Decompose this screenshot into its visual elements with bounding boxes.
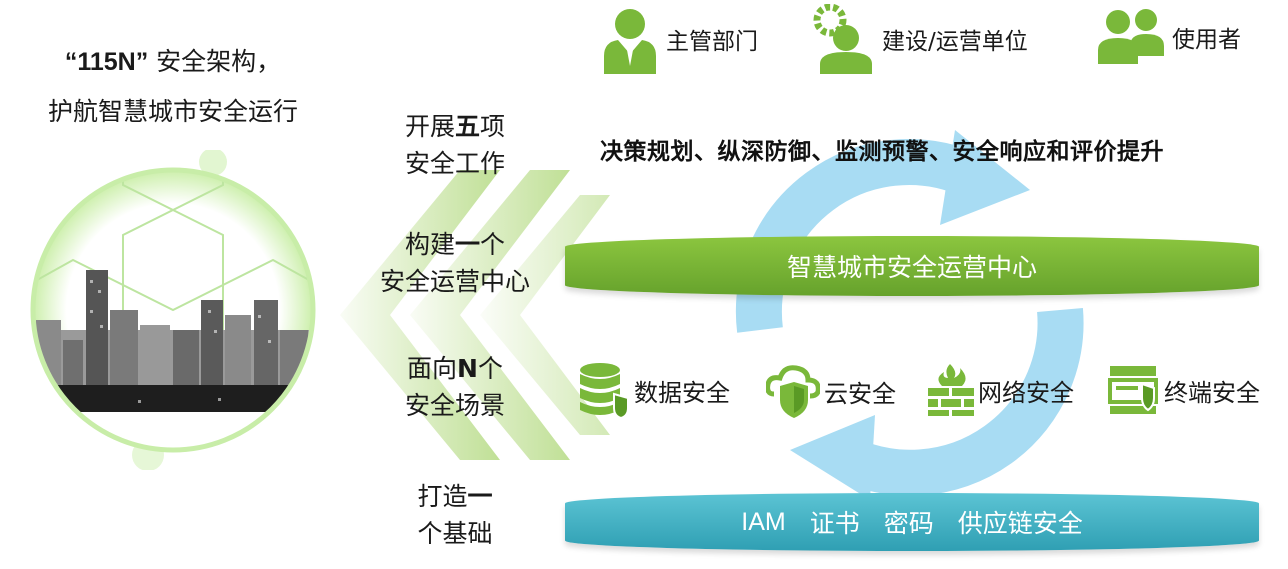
scene-terminal-security: 终端安全 xyxy=(1108,364,1260,416)
step-five-tasks: 开展五项 安全工作 xyxy=(404,112,506,178)
cycle-arrows-graphic xyxy=(735,130,1084,500)
cloud-shield-icon xyxy=(766,365,820,418)
users-icon xyxy=(1098,9,1164,64)
step-n-scenes: 面向N个 安全场景 xyxy=(404,354,505,420)
scene-data-security: 数据安全 xyxy=(578,362,730,418)
city-globe-graphic xyxy=(30,150,316,470)
role-manager: 主管部门 xyxy=(600,4,758,74)
scene-network-security: 网络安全 xyxy=(928,364,1074,416)
base-item-iam: IAM xyxy=(741,507,786,536)
firewall-icon xyxy=(928,364,974,416)
five-tasks-text: 决策规划、纵深防御、监测预警、安全响应和评价提升 xyxy=(600,139,1164,165)
role-operator: 建设/运营单位 xyxy=(810,4,1028,74)
base-item-crypto: 密码 xyxy=(883,510,934,538)
manager-icon xyxy=(604,9,656,74)
terminal-shield-icon xyxy=(1108,366,1158,414)
operation-center-band: 智慧城市安全运营中心 xyxy=(565,236,1259,296)
step-one-foundation: 打造一 个基础 xyxy=(417,482,493,548)
architecture-title: “115N” 安全架构， 护航智慧城市安全运行 xyxy=(47,47,298,126)
base-item-cert: 证书 xyxy=(809,510,860,538)
operator-gear-icon xyxy=(813,4,872,74)
step-one-center: 构建一个 安全运营中心 xyxy=(379,230,530,296)
scene-cloud-security: 云安全 xyxy=(766,364,896,418)
chevron-arrows-graphic xyxy=(340,170,610,460)
foundation-band: IAM 证书 密码 供应链安全 xyxy=(565,493,1259,551)
database-shield-icon xyxy=(580,363,629,418)
role-users: 使用者 xyxy=(1098,6,1241,68)
base-item-supply-chain: 供应链安全 xyxy=(957,510,1083,538)
